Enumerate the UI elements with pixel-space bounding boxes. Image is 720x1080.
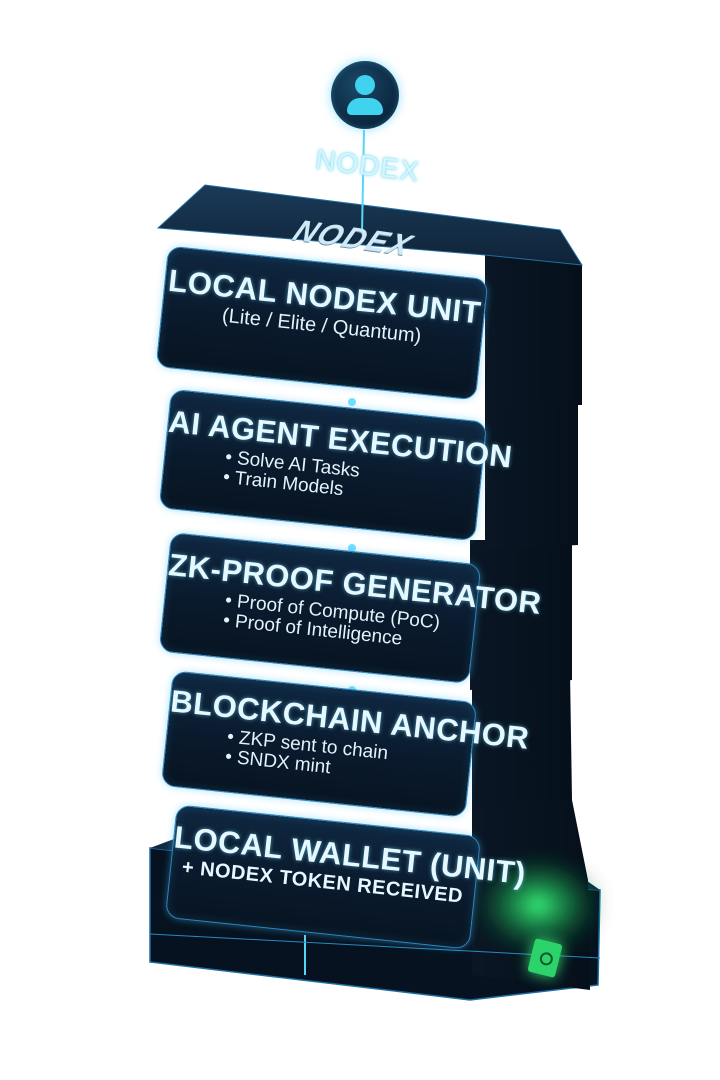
block-side-4: [472, 672, 572, 806]
token-glow: [468, 850, 608, 960]
block-top: [156, 184, 583, 266]
avatar-shoulders: [347, 98, 383, 115]
block-side-2: [485, 400, 578, 550]
user-icon: [331, 61, 399, 129]
block-side-3: [470, 540, 572, 690]
block-side-1: [485, 255, 582, 405]
avatar-head: [355, 75, 375, 95]
base-edge-line: [149, 933, 601, 959]
connector-dot: [348, 398, 356, 406]
connector-line: [361, 129, 365, 233]
